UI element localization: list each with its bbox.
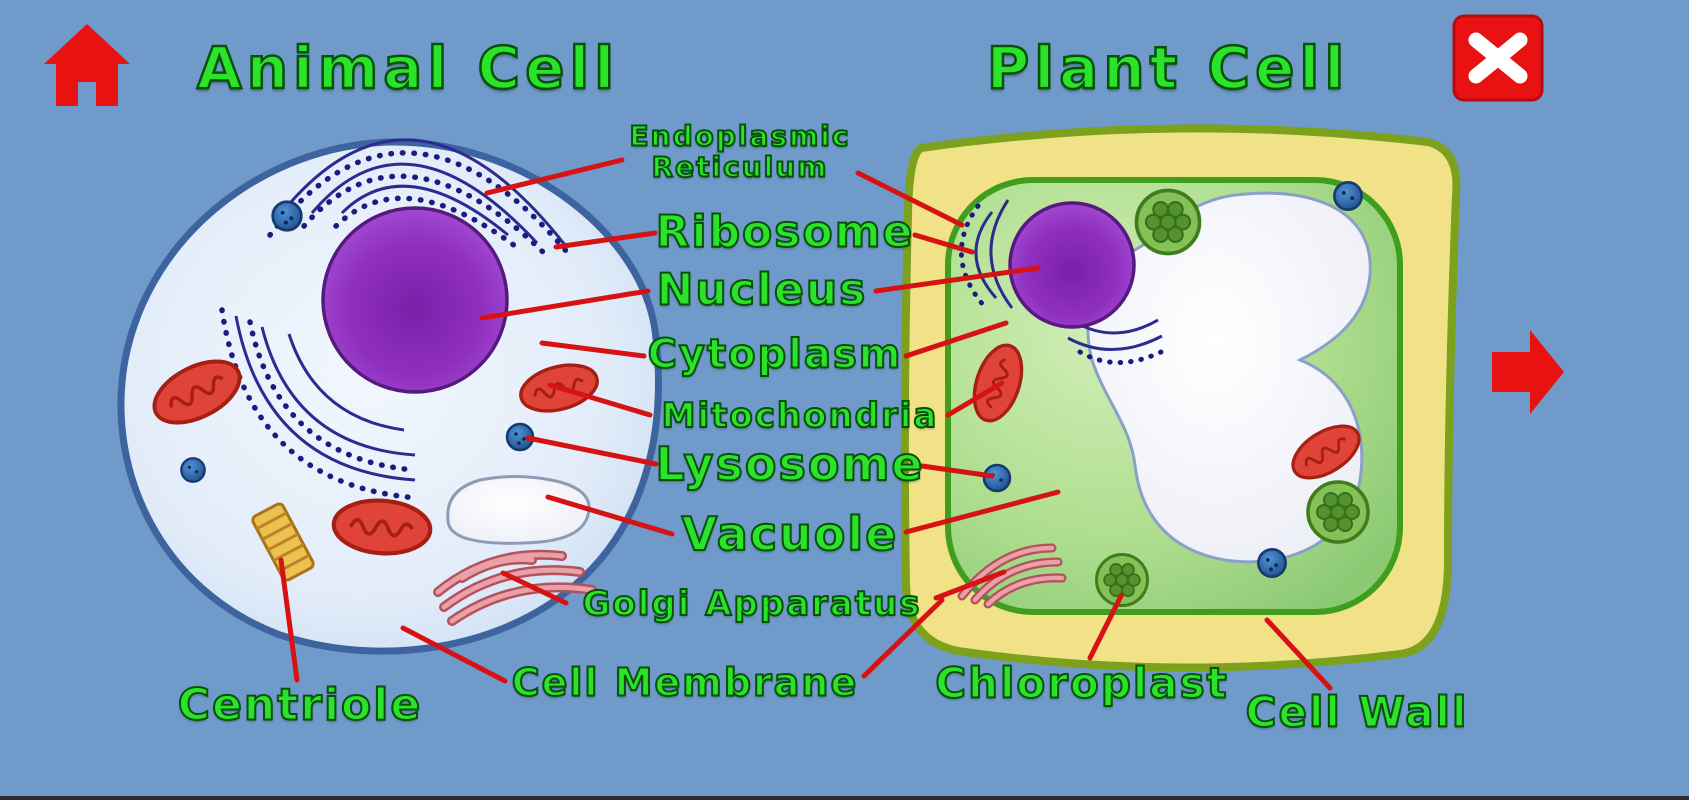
plant-mitochondrion bbox=[1291, 424, 1361, 480]
label-cell-wall: Cell Wall bbox=[1245, 687, 1469, 737]
animal-vacuole bbox=[446, 474, 591, 545]
plant-cell bbox=[900, 124, 1461, 672]
plant-lysosome bbox=[982, 463, 1012, 493]
animal-lysosome bbox=[271, 200, 303, 232]
close-icon bbox=[1452, 14, 1544, 102]
plant-ribosomes bbox=[958, 203, 1168, 365]
animal-ribosomes bbox=[219, 150, 575, 501]
label-nucleus: Nucleus bbox=[656, 264, 868, 316]
label-mitochondria: Mitochondria bbox=[661, 395, 939, 436]
animal-nucleus bbox=[321, 206, 509, 394]
label-cell-membrane: Cell Membrane bbox=[511, 660, 859, 705]
next-button[interactable] bbox=[1488, 328, 1568, 416]
label-lysosome: Lysosome bbox=[654, 437, 925, 492]
home-button[interactable] bbox=[42, 22, 132, 108]
label-chloroplast: Chloroplast bbox=[934, 658, 1229, 708]
plant-chloroplast bbox=[1134, 188, 1202, 256]
animal-mitochondrion bbox=[152, 359, 242, 425]
label-endoplasmic-reticulum: Endoplasmic Reticulum bbox=[629, 119, 851, 185]
close-button[interactable] bbox=[1452, 14, 1544, 102]
label-ribosome: Ribosome bbox=[655, 206, 915, 258]
home-icon bbox=[44, 24, 130, 106]
plant-nucleus bbox=[1008, 201, 1136, 329]
animal-endoplasmic-reticulum bbox=[234, 138, 567, 482]
leader-lines bbox=[278, 157, 1333, 691]
label-centriole: Centriole bbox=[177, 679, 423, 731]
plant-cell-title: Plant Cell bbox=[986, 33, 1350, 104]
plant-lysosome bbox=[1257, 548, 1287, 578]
arrow-right-icon bbox=[1492, 330, 1564, 414]
label-cytoplasm: Cytoplasm bbox=[647, 331, 903, 378]
plant-chloroplast bbox=[1095, 553, 1149, 607]
animal-lysosome bbox=[180, 457, 206, 483]
plant-chloroplast bbox=[1306, 480, 1370, 544]
animal-centriole bbox=[251, 502, 315, 582]
animal-cell bbox=[117, 138, 662, 655]
animal-mitochondrion bbox=[331, 498, 433, 556]
screen-edge bbox=[0, 796, 1689, 800]
label-golgi-apparatus: Golgi Apparatus bbox=[581, 583, 922, 624]
plant-lysosome bbox=[1333, 181, 1363, 211]
animal-cell-title: Animal Cell bbox=[196, 33, 620, 104]
label-vacuole: Vacuole bbox=[681, 507, 899, 562]
